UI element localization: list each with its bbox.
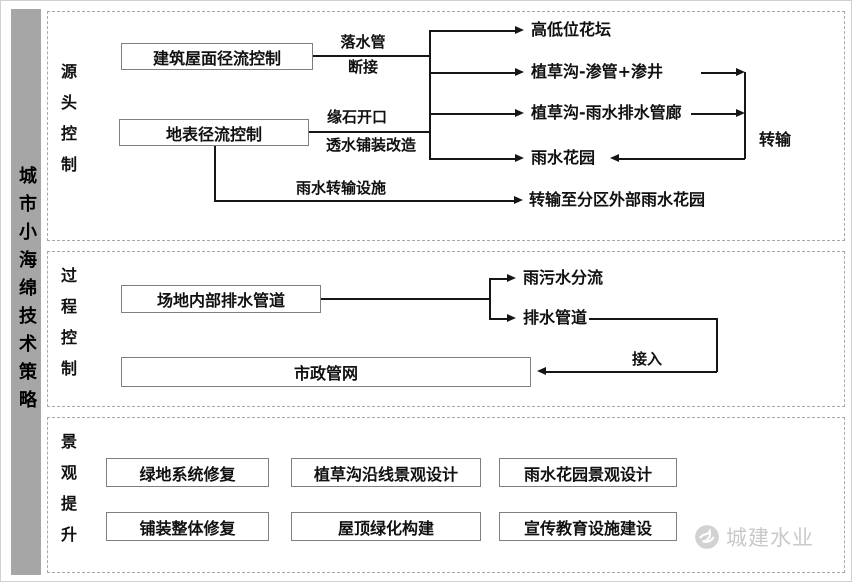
- edge-label-downspout-top: 落水管: [327, 33, 399, 51]
- section-label-source: 源头控制: [58, 63, 77, 187]
- connector-transfer-vertical: [744, 72, 746, 159]
- arrowhead-swale-seep: [515, 68, 524, 76]
- connector-branch-drain-pipe: [489, 318, 507, 320]
- connector-surface-down: [214, 146, 216, 201]
- edge-label-connect: 接入: [625, 350, 669, 368]
- landscape-box-garden-design: 雨水花园景观设计: [499, 458, 677, 487]
- connector-gallery-to-transfer: [691, 113, 736, 115]
- arrowhead-swale-gallery: [515, 109, 524, 117]
- connector-external-garden: [214, 200, 514, 202]
- landscape-box-paving-repair: 铺装整体修复: [106, 512, 269, 541]
- connector-branch-rain-garden: [429, 158, 515, 160]
- arrowhead-planter: [515, 26, 524, 34]
- watermark: 城建水业: [694, 522, 814, 552]
- site-pipes-box: 场地内部排水管道: [121, 285, 321, 313]
- surface-runoff-box: 地表径流控制: [119, 119, 309, 146]
- arrowhead-drain-pipe: [507, 314, 516, 322]
- edge-label-permeable-paving: 透水铺装改造: [313, 136, 429, 154]
- watermark-text: 城建水业: [726, 526, 814, 550]
- connector-drain-right: [589, 318, 716, 320]
- arrowhead-rain-garden: [515, 154, 524, 162]
- connector-to-municipal: [546, 371, 717, 373]
- connector-branch-swale-gallery: [429, 113, 515, 115]
- connector-branch-planter: [429, 30, 515, 32]
- roof-runoff-box: 建筑屋面径流控制: [121, 43, 313, 70]
- arrowhead-transfer-to-garden: [610, 154, 619, 162]
- landscape-box-green-system: 绿地系统修复: [106, 458, 269, 487]
- section-source-frame: [47, 11, 845, 241]
- section-label-process: 过程控制: [58, 267, 77, 391]
- section-process-frame: [47, 251, 845, 407]
- section-landscape-frame: [47, 417, 845, 573]
- landscape-box-education: 宣传教育设施建设: [499, 512, 677, 541]
- node-external-garden: 转输至分区外部雨水花园: [529, 190, 706, 209]
- landscape-box-roof-greening: 屋顶绿化构建: [291, 512, 481, 541]
- node-separation: 雨污水分流: [523, 268, 604, 287]
- arrowhead-gallery-to-transfer: [736, 109, 745, 117]
- connector-site-pipes-out: [321, 298, 489, 300]
- edge-label-transfer: 转输: [759, 130, 792, 149]
- arrowhead-separation: [507, 274, 516, 282]
- connector-branch-separation: [489, 278, 507, 280]
- connector-seep-to-transfer: [701, 72, 736, 74]
- edge-label-downspout-bottom: 断接: [332, 58, 394, 76]
- connector-drain-down: [716, 318, 718, 372]
- connector-source-junction: [429, 30, 431, 159]
- connector-branch-swale-seep: [429, 72, 515, 74]
- title-bar: 城市小海绵技术策略: [11, 9, 41, 575]
- section-label-landscape: 景观提升: [58, 433, 77, 557]
- node-swale-seep: 植草沟-渗管+渗井: [531, 62, 664, 81]
- connector-surface-out: [309, 131, 429, 133]
- diagram-title: 城市小海绵技术策略: [16, 166, 37, 418]
- connector-process-junction: [489, 278, 491, 319]
- water-logo-icon: [694, 524, 720, 550]
- arrowhead-seep-to-transfer: [736, 68, 745, 76]
- edge-label-curb-opening: 缘石开口: [317, 108, 397, 126]
- connector-roof-out: [313, 55, 429, 57]
- node-drain-pipe: 排水管道: [523, 308, 588, 327]
- municipal-network-box: 市政管网: [121, 357, 531, 387]
- node-planter: 高低位花坛: [531, 20, 612, 39]
- arrowhead-external-garden: [514, 196, 523, 204]
- node-swale-gallery: 植草沟-雨水排水管廊: [531, 103, 682, 122]
- arrowhead-to-municipal: [537, 367, 546, 375]
- node-rain-garden: 雨水花园: [531, 148, 596, 167]
- edge-label-transfer-facility: 雨水转输设施: [284, 179, 398, 197]
- landscape-box-swale-design: 植草沟沿线景观设计: [291, 458, 481, 487]
- connector-transfer-to-garden: [619, 158, 745, 160]
